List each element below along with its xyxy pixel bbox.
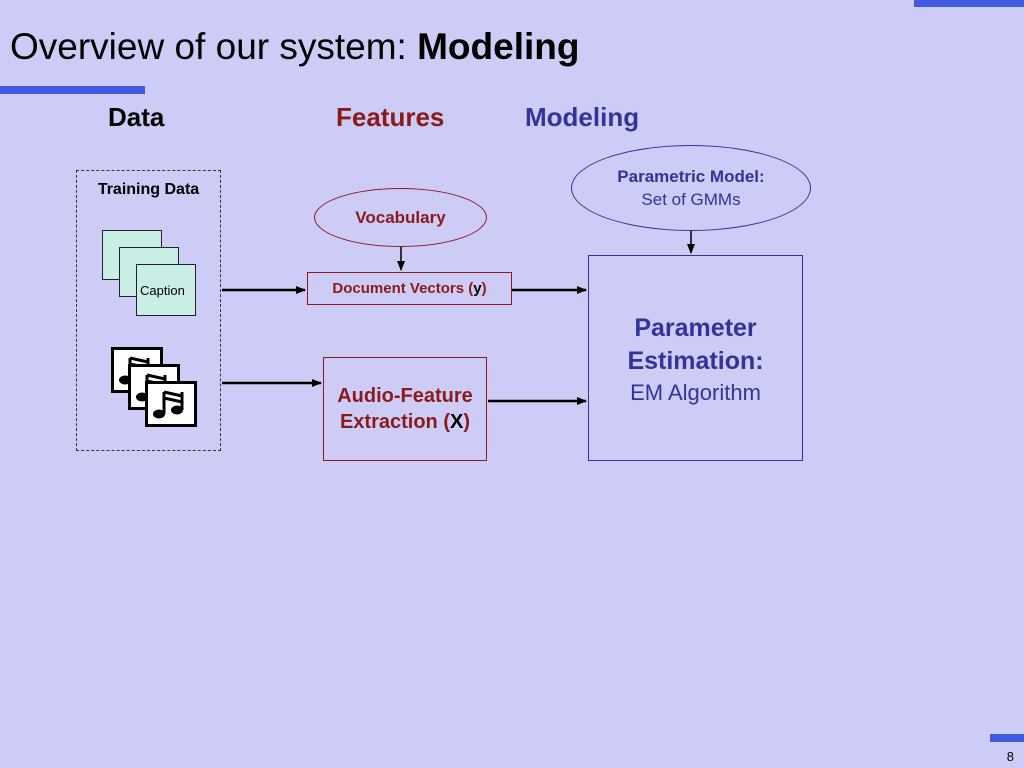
audio-feature-line1: Audio-Feature — [337, 385, 473, 407]
document-vectors-label: Document Vectors (y) — [332, 280, 486, 297]
vocabulary-ellipse: Vocabulary — [314, 188, 487, 247]
document-vectors-close: ) — [481, 280, 487, 297]
top-right-accent-bar — [914, 0, 1024, 7]
column-heading-data: Data — [108, 102, 165, 132]
audio-feature-line2-text: Extraction ( — [339, 411, 450, 433]
bottom-right-accent-bar — [990, 734, 1024, 742]
parameter-estimation-line2: Estimation: — [627, 347, 764, 375]
training-data-label: Training Data — [97, 181, 200, 198]
title-underline-bar — [0, 86, 145, 94]
training-data-box — [76, 170, 221, 451]
vocabulary-label: Vocabulary — [355, 207, 446, 227]
audio-feature-close: ) — [463, 411, 471, 433]
parameter-estimation-box: Parameter Estimation: EM Algorithm — [588, 255, 803, 461]
audio-feature-line2: Extraction (X) — [340, 409, 470, 435]
audio-feature-var: X — [450, 411, 464, 433]
audio-feature-extraction-box: Audio-Feature Extraction (X) — [323, 357, 487, 461]
page-number: 8 — [1006, 749, 1014, 764]
parametric-model-line2: Set of GMMs — [641, 190, 741, 209]
parameter-estimation-line3: EM Algorithm — [630, 380, 761, 405]
slide-title-bold: Modeling — [417, 26, 580, 67]
slide-title-normal: Overview of our system: — [10, 26, 418, 67]
column-heading-modeling: Modeling — [525, 102, 640, 132]
music-note-icon-front — [145, 381, 197, 427]
parametric-model-ellipse: Parametric Model: Set of GMMs — [571, 145, 811, 231]
column-heading-features: Features — [336, 102, 445, 132]
slide-title: Overview of our system: Modeling — [10, 26, 579, 68]
document-vectors-var: y — [473, 280, 482, 297]
document-icon-front — [136, 264, 196, 316]
document-vectors-text: Document Vectors ( — [332, 280, 474, 297]
parameter-estimation-line1: Parameter — [634, 314, 757, 342]
parametric-model-line1: Parametric Model: — [617, 167, 765, 186]
caption-label: Caption — [140, 283, 185, 298]
document-vectors-box: Document Vectors (y) — [307, 272, 512, 305]
